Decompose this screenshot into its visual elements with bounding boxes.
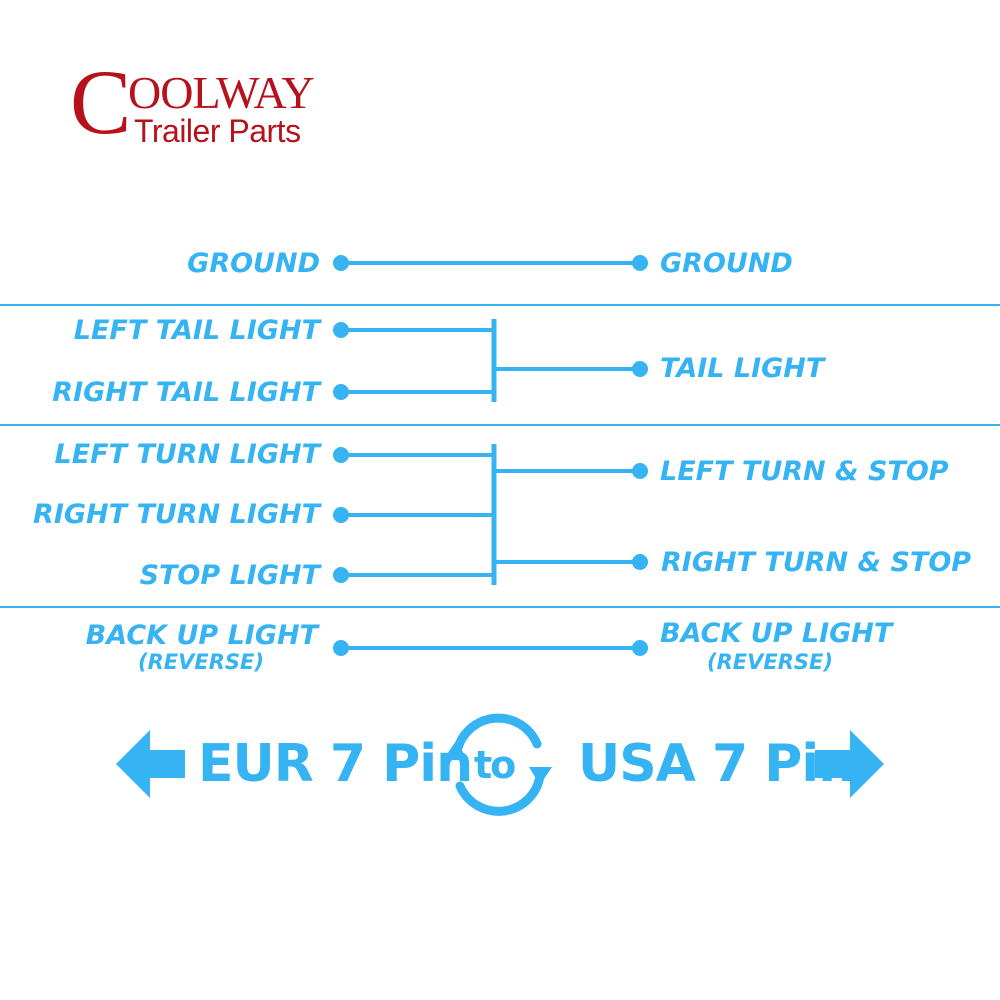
- stop-pin: [333, 567, 349, 583]
- to-connector-label: to: [474, 743, 516, 787]
- logo-wordmark: OOLWAY: [128, 67, 315, 118]
- logo-tagline: Trailer Parts: [134, 113, 301, 149]
- tail-light-label: TAIL LIGHT: [660, 353, 825, 384]
- backup-right-pin: [632, 640, 648, 656]
- left-arrow-icon: [116, 730, 185, 798]
- left-turn-stop-pin: [632, 463, 648, 479]
- right-turn-light-label: RIGHT TURN LIGHT: [33, 499, 320, 530]
- ground-left-label: GROUND: [187, 248, 320, 279]
- left-turn-stop-label: LEFT TURN & STOP: [660, 456, 949, 487]
- cycle-arrows-icon: [443, 713, 552, 816]
- right-tail-pin: [333, 384, 349, 400]
- right-turn-stop-pin: [632, 554, 648, 570]
- divider-2: [0, 424, 1000, 426]
- left-tail-pin: [333, 322, 349, 338]
- right-turn-stop-label: RIGHT TURN & STOP: [661, 547, 972, 578]
- logo-big-letter: C: [70, 51, 132, 153]
- divider-3: [0, 606, 1000, 608]
- backup-right-sub-label: (REVERSE): [707, 650, 833, 674]
- usa-7-pin-label: USA 7 Pin: [578, 734, 855, 794]
- ground-right-pin: [632, 255, 648, 271]
- coolway-logo: C OOLWAY Trailer Parts: [70, 56, 330, 152]
- eur-7-pin-label: EUR 7 Pin: [198, 734, 473, 794]
- ground-left-pin: [333, 255, 349, 271]
- backup-left-label: BACK UP LIGHT: [85, 620, 318, 651]
- right-tail-light-label: RIGHT TAIL LIGHT: [52, 377, 320, 408]
- left-tail-light-label: LEFT TAIL LIGHT: [73, 315, 320, 346]
- ground-right-label: GROUND: [660, 248, 793, 279]
- left-turn-light-label: LEFT TURN LIGHT: [54, 439, 320, 470]
- backup-left-pin: [333, 640, 349, 656]
- right-turn-pin: [333, 507, 349, 523]
- stop-light-label: STOP LIGHT: [139, 560, 320, 591]
- divider-1: [0, 304, 1000, 306]
- left-turn-pin: [333, 447, 349, 463]
- backup-left-sub-label: (REVERSE): [138, 650, 264, 674]
- backup-right-label: BACK UP LIGHT: [660, 618, 893, 649]
- right-arrow-icon: [815, 730, 884, 798]
- tail-light-pin: [632, 361, 648, 377]
